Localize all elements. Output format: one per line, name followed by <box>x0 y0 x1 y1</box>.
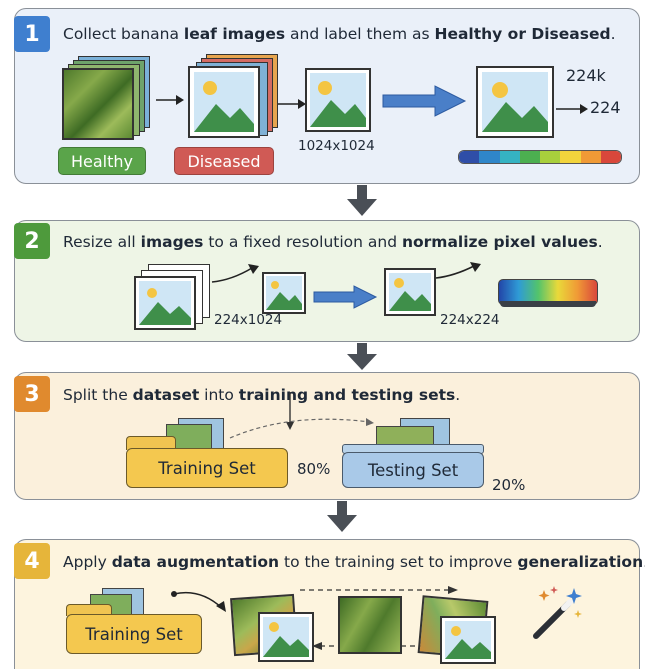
output-size-right: 224 <box>590 98 621 117</box>
title-segment: . <box>610 25 616 43</box>
step-3-badge: 3 <box>14 376 50 412</box>
title-segment: into <box>199 386 239 404</box>
process-arrow-icon <box>382 85 467 117</box>
down-arrow-icon <box>347 185 377 216</box>
step-2-badge: 2 <box>14 223 50 259</box>
title-segment: Apply <box>63 553 112 571</box>
title-segment: to a fixed resolution and <box>203 233 402 251</box>
image-placeholder-icon <box>262 272 306 314</box>
target-size-label: 224x224 <box>440 312 500 328</box>
augmented-leaf-image <box>338 596 402 654</box>
training-set-folder: Training Set <box>126 448 288 488</box>
banana-leaf-photo <box>62 68 134 140</box>
title-segment: Healthy or Diseased <box>434 25 611 43</box>
diseased-image-stack <box>188 54 278 140</box>
arrow-right-icon <box>278 99 306 109</box>
title-segment: to the training set to improve <box>279 553 518 571</box>
title-segment: . <box>597 233 603 251</box>
split-arrows <box>229 392 374 439</box>
title-segment: dataset <box>132 386 200 404</box>
image-placeholder-icon <box>384 268 436 316</box>
image-placeholder-icon <box>258 612 314 662</box>
training-percent: 80% <box>297 460 331 478</box>
title-segment: leaf images <box>183 25 286 43</box>
title-segment: and label them as <box>285 25 435 43</box>
image-placeholder-icon <box>476 66 554 138</box>
folder-tab <box>126 436 176 450</box>
title-segment: . <box>455 386 461 404</box>
step-2-title: Resize all images to a fixed resolution … <box>63 233 603 251</box>
image-placeholder-icon <box>440 616 496 664</box>
title-segment: images <box>140 233 204 251</box>
down-arrow-icon <box>347 343 377 370</box>
diseased-label: Diseased <box>174 147 274 175</box>
image-placeholder-icon <box>305 68 371 132</box>
step-4-title: Apply data augmentation to the training … <box>63 553 645 571</box>
curved-arrow-icon <box>171 591 226 612</box>
title-segment: normalize pixel values <box>401 233 598 251</box>
title-segment: Collect banana <box>63 25 184 43</box>
title-segment: training and testing sets <box>238 386 456 404</box>
image-placeholder-icon <box>134 276 196 330</box>
healthy-image-stack <box>62 56 152 142</box>
arrow-right-icon <box>435 262 481 279</box>
step-4-badge: 4 <box>14 543 50 579</box>
color-scale-bar <box>458 150 622 164</box>
title-segment: data augmentation <box>111 553 280 571</box>
arrow-right-icon <box>211 264 259 283</box>
testing-percent: 20% <box>492 476 526 494</box>
image-stack <box>134 264 214 334</box>
title-segment: generalization <box>517 553 644 571</box>
down-arrow-icon <box>327 501 357 532</box>
magic-wand-icon <box>533 586 582 639</box>
augmentation-loop-arrows <box>300 586 460 650</box>
title-segment: . <box>643 553 645 571</box>
folder-tab <box>66 604 112 616</box>
step-3-title: Split the dataset into training and test… <box>63 386 460 404</box>
title-segment: Resize all <box>63 233 141 251</box>
step-1-title: Collect banana leaf images and label the… <box>63 25 616 43</box>
process-arrow-icon <box>313 285 378 309</box>
training-set-folder: Training Set <box>66 614 202 654</box>
arrow-right-icon <box>156 95 184 105</box>
resize-size-label: 224x1024 <box>214 312 283 328</box>
healthy-label: Healthy <box>58 147 146 175</box>
image-size-label: 1024x1024 <box>298 138 375 154</box>
title-segment: Split the <box>63 386 133 404</box>
step-1-badge: 1 <box>14 16 50 52</box>
gradient-base <box>500 301 596 307</box>
testing-set-tray: Testing Set <box>342 452 484 488</box>
output-size-top: 224k <box>566 66 606 85</box>
step-3-panel <box>14 372 640 500</box>
arrow-right-icon <box>556 104 588 114</box>
image-placeholder-icon <box>188 66 260 138</box>
